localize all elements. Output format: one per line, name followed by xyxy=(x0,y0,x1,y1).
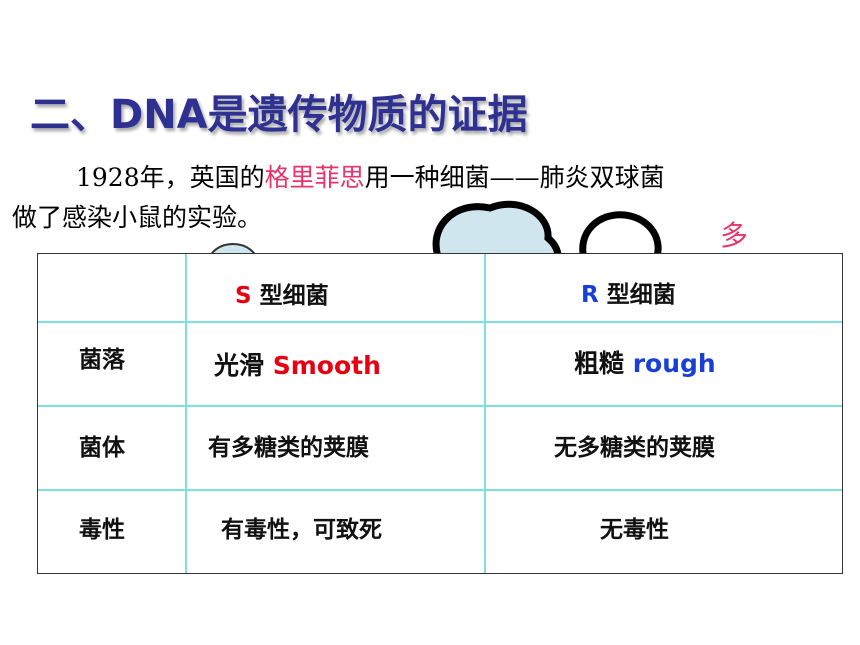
row-label-cell-body: 菌体 xyxy=(79,435,125,461)
column-divider xyxy=(185,254,187,573)
r-colony-cell: 粗糙 rough xyxy=(574,344,716,380)
s-cell-body-cell: 有多糖类的荚膜 xyxy=(208,435,369,461)
s-letter: S xyxy=(235,283,252,309)
pink-text-fragment: 多 xyxy=(720,219,749,252)
row-divider xyxy=(38,405,842,407)
header-label: 型细菌 xyxy=(598,282,676,308)
row-divider xyxy=(38,321,842,323)
row-divider xyxy=(38,489,842,491)
s-colony-cell: 光滑 Smooth xyxy=(214,346,381,382)
column-divider xyxy=(484,254,486,573)
comparison-table: S 型细菌 R 型细菌 菌落 光滑 Smooth 粗糙 rough 菌体 有多糖… xyxy=(37,253,843,574)
header-r-type: R 型细菌 xyxy=(581,275,676,309)
intro-paragraph: 1928年，英国的格里菲思用一种细菌——肺炎双球菌 做了感染小鼠的实验。 xyxy=(12,158,852,238)
header-label: 型细菌 xyxy=(251,283,329,309)
slide-title: 二、DNA是遗传物质的证据 xyxy=(30,92,528,138)
intro-line-1: 1928年，英国的格里菲思用一种细菌——肺炎双球菌 xyxy=(12,158,852,198)
colony-desc-cn: 光滑 xyxy=(214,351,273,380)
r-cell-body-cell: 无多糖类的荚膜 xyxy=(554,435,715,461)
header-s-type: S 型细菌 xyxy=(235,276,329,310)
row-label-virulence: 毒性 xyxy=(79,517,125,543)
intro-line-2: 做了感染小鼠的实验。 xyxy=(12,203,263,232)
r-letter: R xyxy=(581,282,599,308)
scientist-name: 格里菲思 xyxy=(264,163,365,192)
bacterium-round-shape xyxy=(579,211,662,266)
colony-desc-cn: 粗糙 xyxy=(574,349,633,378)
r-virulence-cell: 无毒性 xyxy=(600,517,669,543)
intro-text: 1928年，英国的 xyxy=(76,163,265,192)
row-label-colony: 菌落 xyxy=(79,347,125,373)
colony-desc-en: Smooth xyxy=(272,351,381,380)
intro-text: 用一种细菌——肺炎双球菌 xyxy=(364,163,665,192)
colony-desc-en: rough xyxy=(632,349,716,378)
s-virulence-cell: 有毒性，可致死 xyxy=(221,517,382,543)
